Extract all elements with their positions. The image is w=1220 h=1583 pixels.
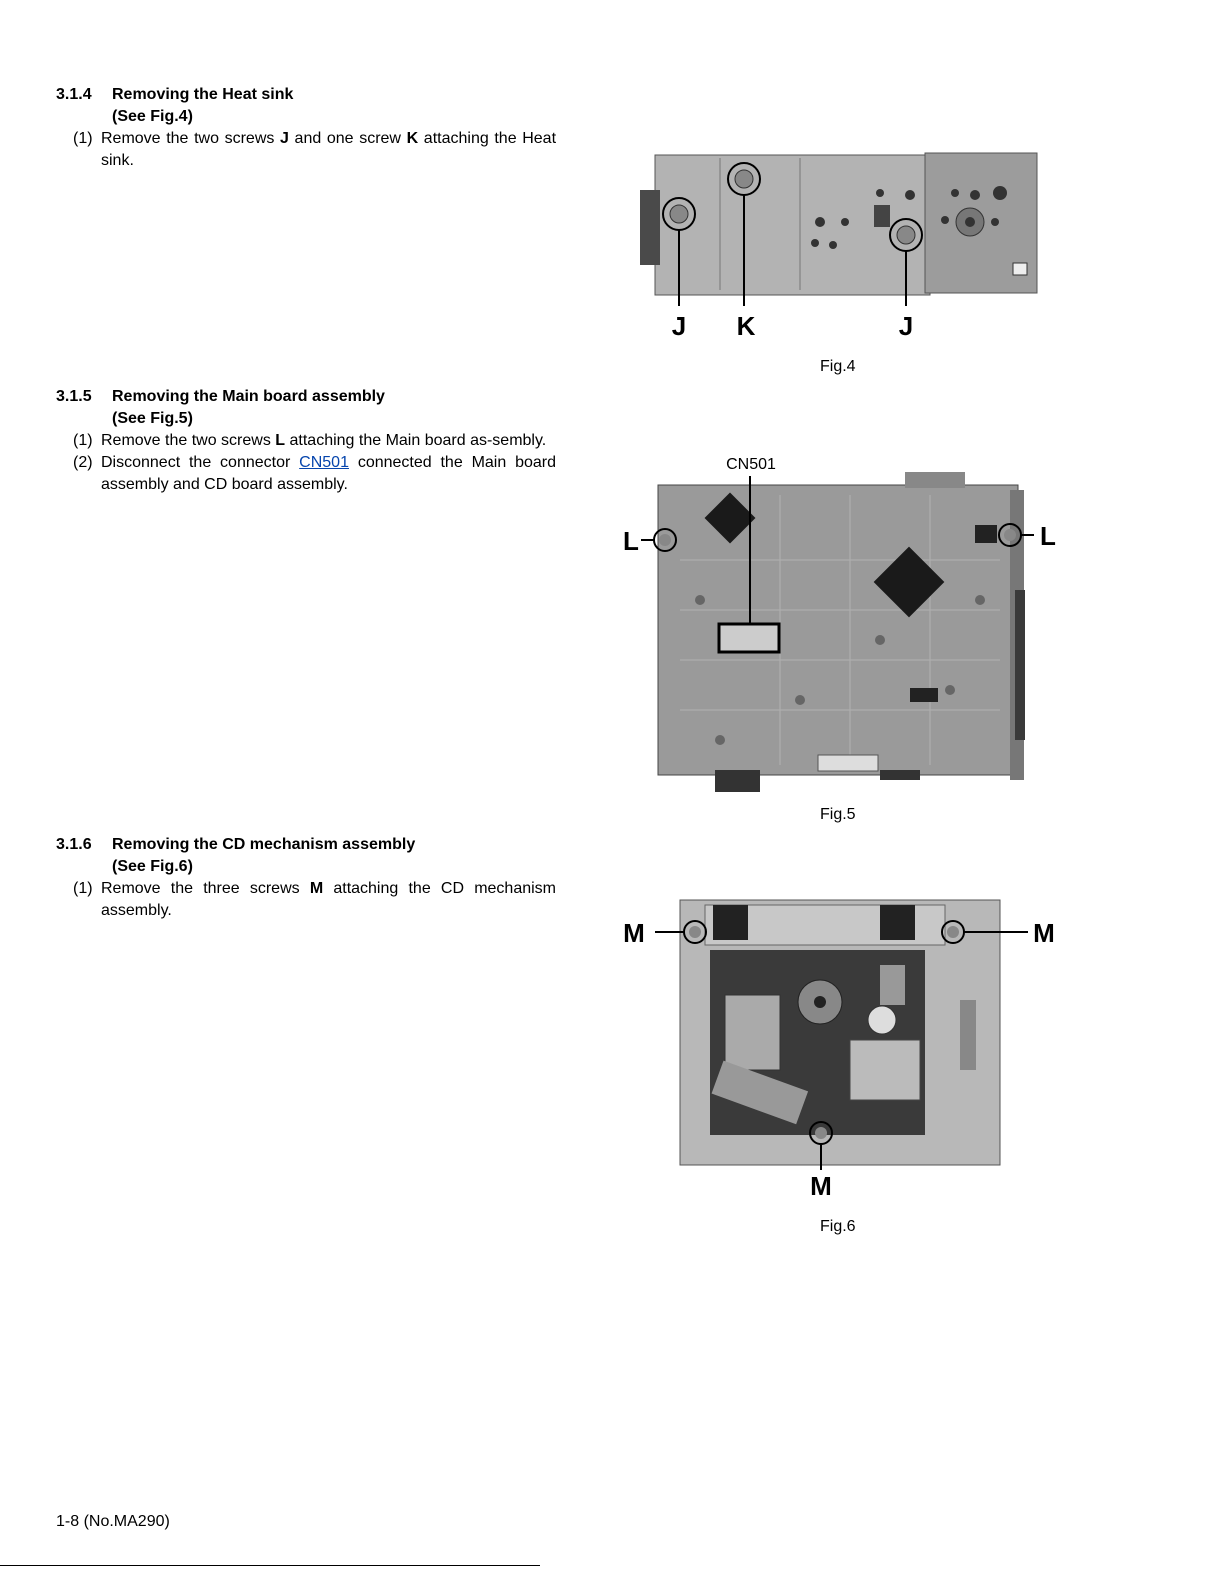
screw-label-m: M — [623, 918, 645, 948]
connector-label-cn501: CN501 — [726, 456, 776, 473]
step-item: (1)Remove the two screws J and one screw… — [73, 130, 557, 169]
fig4-caption: Fig.4 — [820, 358, 856, 375]
screw-label-l: L — [623, 526, 639, 556]
see-figure-ref: (See Fig.6) — [112, 858, 193, 875]
fig5-caption: Fig.5 — [820, 806, 856, 823]
screw-label-m: M — [1033, 918, 1055, 948]
screw-label-k: K — [737, 311, 756, 341]
step-marker: (1) — [73, 130, 93, 147]
fig4-heat-sink-photo: J K J — [640, 152, 1038, 341]
cn501-link[interactable]: CN501 — [299, 454, 349, 471]
see-figure-ref: (See Fig.4) — [112, 108, 193, 125]
screw-label-j: J — [672, 311, 686, 341]
screw-label-j: J — [899, 311, 913, 341]
fig6-caption: Fig.6 — [820, 1218, 856, 1235]
page-footer: 1-8 (No.MA290) — [56, 1513, 170, 1530]
screw-label-m: M — [810, 1171, 832, 1201]
fig5-main-board-photo: CN501 L L — [623, 456, 1056, 792]
step-marker: (1) — [73, 880, 93, 897]
step-marker: (1) — [73, 432, 93, 449]
screw-label-l: L — [1040, 521, 1056, 551]
see-figure-ref: (See Fig.5) — [112, 410, 193, 427]
step-item: (1)Remove the three screws M attaching t… — [73, 880, 556, 919]
step-item: (2)Disconnect the connector CN501 connec… — [73, 454, 556, 493]
fig6-cd-mechanism-photo: M M M — [623, 899, 1055, 1201]
step-marker: (2) — [73, 454, 93, 471]
step-item: (1)Remove the two screws L attaching the… — [56, 430, 556, 452]
bottom-rule — [0, 1565, 540, 1566]
